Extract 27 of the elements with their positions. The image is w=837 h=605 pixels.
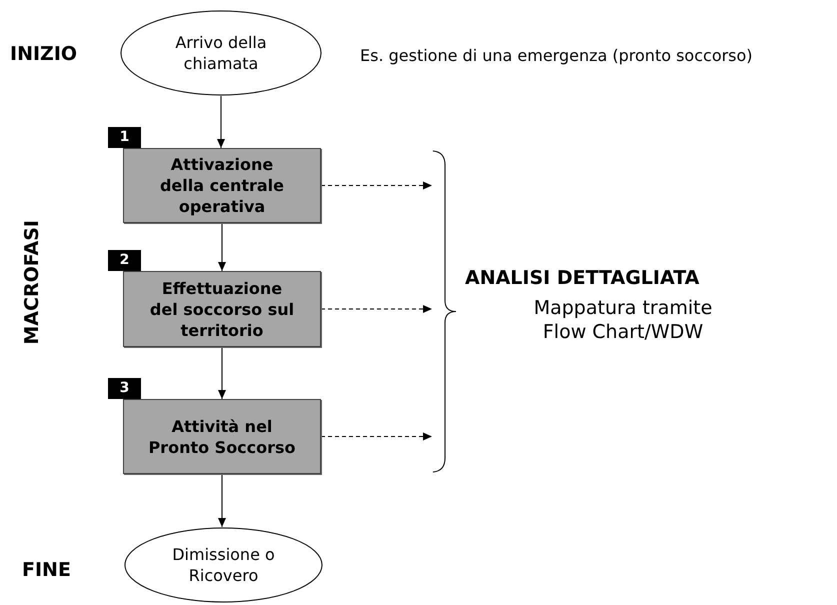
dashed-arrow	[320, 305, 432, 313]
arrow	[217, 96, 225, 148]
arrow	[218, 222, 226, 272]
curly-brace	[432, 150, 458, 473]
note-text: Mappatura tramite Flow Chart/WDW	[532, 296, 714, 344]
step-number-badge: 2	[108, 250, 141, 271]
step-number-badge: 1	[108, 127, 141, 148]
step-number-badge: 3	[108, 378, 141, 399]
node-label: Effettuazione del soccorso sul territorio	[148, 278, 296, 340]
process-box	[123, 148, 321, 223]
terminal-ellipse	[124, 527, 323, 603]
arrow	[218, 474, 226, 528]
node-label: Attività nel Pronto Soccorso	[148, 416, 296, 458]
section-label: INIZIO	[10, 42, 78, 67]
node-label: Arrivo della chiamata	[174, 32, 268, 74]
dashed-arrow	[320, 182, 432, 190]
process-box	[123, 271, 321, 347]
arrow	[218, 346, 226, 400]
node-label: Dimissione o Ricovero	[171, 544, 276, 586]
node-label: Attivazione della centrale operativa	[158, 154, 286, 217]
section-label: FINE	[22, 558, 71, 583]
dashed-arrow	[320, 432, 432, 440]
section-label: MACROFASI	[20, 220, 44, 345]
process-box	[123, 399, 321, 474]
note-text: Es. gestione di una emergenza (pronto soccorso)	[360, 45, 753, 67]
terminal-ellipse	[120, 10, 322, 96]
section-label: ANALISI DETTAGLIATA	[465, 266, 700, 291]
